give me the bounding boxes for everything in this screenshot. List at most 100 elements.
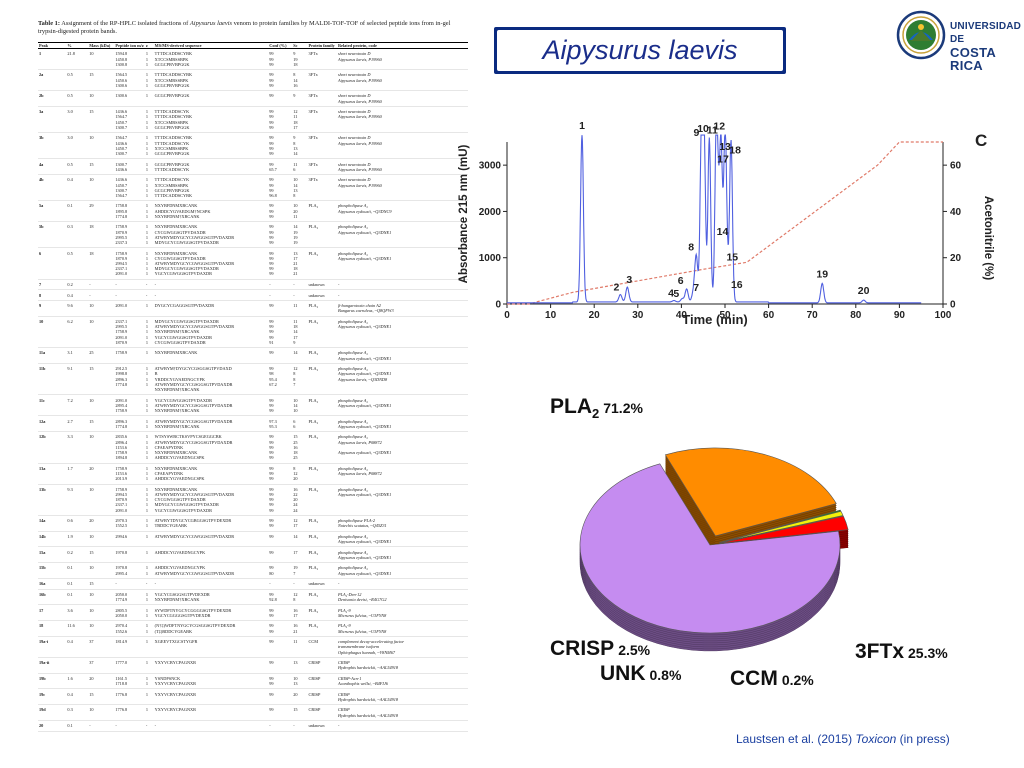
column-header: Protein family <box>307 41 337 50</box>
table-cell: NXYBFDNMXBCANK CYCGWGGSGTPVDAXDR ATWBYMD… <box>153 247 269 280</box>
table-cell: 1758.9 1870.9 2994.5 2337.1 2091.0 <box>114 247 145 280</box>
table-cell <box>66 657 89 674</box>
x-tick-label: 40 <box>676 310 688 321</box>
table-cell: 3FTx <box>307 90 337 107</box>
y-tick-label: 1000 <box>479 253 502 264</box>
table-cell: NXYBFDNMXBCANK AHDDCYGVAEDGM†NCSPK NXYBF… <box>153 200 269 223</box>
table-cell: 12 8 <box>292 589 308 606</box>
table-cell: NXYBFDNMXBCANK CFAEAPYDNK AHDDCYGVAEDNGC… <box>153 463 269 485</box>
y2-axis-label: Acetonitrile (%) <box>982 196 994 281</box>
table-cell: 2896.3 1774.8 <box>114 415 145 433</box>
table-cell: PLA₂ <box>307 546 337 564</box>
table-cell: 10 <box>88 90 115 107</box>
table-cell: 1 <box>144 688 154 706</box>
table-cell: unknown <box>307 578 337 590</box>
table-cell: phospholipase A₂ Aipysurus eydouxii, ~Q3… <box>336 200 468 223</box>
pie-slice <box>579 463 841 634</box>
table-cell: 14 <box>292 347 308 364</box>
table-cell: phospholipase A₂ Aipysurus eydouxii, ~Q3… <box>336 316 468 349</box>
column-header: Sc <box>292 41 308 50</box>
table-cell: YGCYCGSGGSGTPVDEXDR NXYBFDNM†XBCANK <box>153 589 269 606</box>
university-name-line1: UNIVERSIDAD DE <box>950 21 1022 45</box>
table-cell: 9 19 18 <box>292 48 308 71</box>
table-cell: 1 <box>144 347 154 364</box>
table-cell: 99 99 99 99 91 <box>268 316 293 349</box>
table-cell: 1 1 1 1 <box>144 106 154 134</box>
table-cell: 15 <box>88 546 115 564</box>
university-name-line2: COSTA RICA <box>950 45 996 73</box>
table-cell: unknown <box>307 289 337 301</box>
peak-label: 15 <box>726 251 738 263</box>
table-cell: - <box>268 578 293 590</box>
table-cell: 1 1 <box>144 415 154 433</box>
table-cell: 1 <box>144 300 154 317</box>
table-cell: 10 <box>88 562 115 580</box>
table-cell: 5b <box>38 221 67 249</box>
y2-tick-label: 0 <box>950 300 956 311</box>
table-cell: 19d <box>38 704 67 722</box>
pie-label-percent: 0.2% <box>782 672 814 688</box>
pie-label-subscript: 2 <box>592 406 599 421</box>
table-cell: ATWBYM†DYGCYCGSGGSGTPVDAXD B YRDDCYGVAED… <box>153 363 269 396</box>
table-cell: 10 13 <box>292 673 308 690</box>
table-cell: short neurotoxin D Aipysurus laevis, P19… <box>336 174 468 202</box>
table-cell: 99 <box>268 636 293 658</box>
column-header: z <box>144 41 154 50</box>
table-cell: - <box>336 279 468 291</box>
column-header: Peptide ion m/z <box>114 41 145 50</box>
table-cell: 10 14 10 <box>292 394 308 417</box>
y2-tick-label: 40 <box>950 207 962 218</box>
table-cell: 99 <box>268 704 293 722</box>
column-header: Peak <box>38 41 67 50</box>
table-cell: 11 6 <box>292 158 308 176</box>
table-cell: 1.6 <box>66 673 89 690</box>
table-cell: 99 99 99 96.8 <box>268 174 293 202</box>
table-cell: NXYBFDNMXBCANK CYCGWGGSGTPVDAXDR ATWBYMD… <box>153 221 269 249</box>
table-cell: 1777.0 <box>114 657 145 674</box>
x-tick-label: 60 <box>763 310 775 321</box>
table-cell: 1 1 1 1 <box>144 363 154 396</box>
table-cell: 3FTx <box>307 106 337 134</box>
table-cell: 1436.6 1450.7 1300.7 1564.7 <box>114 174 145 202</box>
table-cell: 12 17 <box>292 515 308 532</box>
table-cell: 15 <box>88 69 115 92</box>
peak-label: 3 <box>626 274 632 286</box>
table-cell: 0.5 <box>66 90 89 107</box>
table-cell: 99 80 <box>268 562 293 580</box>
table-cell: PLA₂ <box>307 531 337 548</box>
table-cell: 1758.8 1895.8 1774.8 <box>114 200 145 223</box>
table-cell: 1 1 <box>144 158 154 176</box>
panel-label: C <box>975 131 987 150</box>
table-cell: 17 <box>38 604 67 622</box>
table-cell: 10 <box>88 48 115 71</box>
table-cell: 1564.7 1436.6 1450.7 1300.7 <box>114 132 145 160</box>
table-cell: 17 <box>292 546 308 564</box>
table-cell: 19c <box>38 688 67 706</box>
table-cell: YSNDPSNCK YXYVCBYCPAGNXR <box>153 673 269 690</box>
table-cell: 15b <box>38 562 67 580</box>
table-cell: 3a <box>38 106 67 134</box>
table-cell: 99 99 99 <box>268 463 293 485</box>
table-cell: 1970.8 <box>114 546 145 564</box>
table-caption-species: Aipysurus laevis <box>189 20 232 27</box>
citation-status: (in press) <box>896 732 950 746</box>
peak-label: 5 <box>673 288 679 300</box>
table-cell: 1 1 1 1 <box>144 174 154 202</box>
table-cell: 7 <box>38 279 67 291</box>
x-tick-label: 100 <box>935 310 952 321</box>
pie-slice <box>664 447 837 537</box>
peak-label: 13 <box>719 141 731 153</box>
x-tick-label: 80 <box>850 310 862 321</box>
